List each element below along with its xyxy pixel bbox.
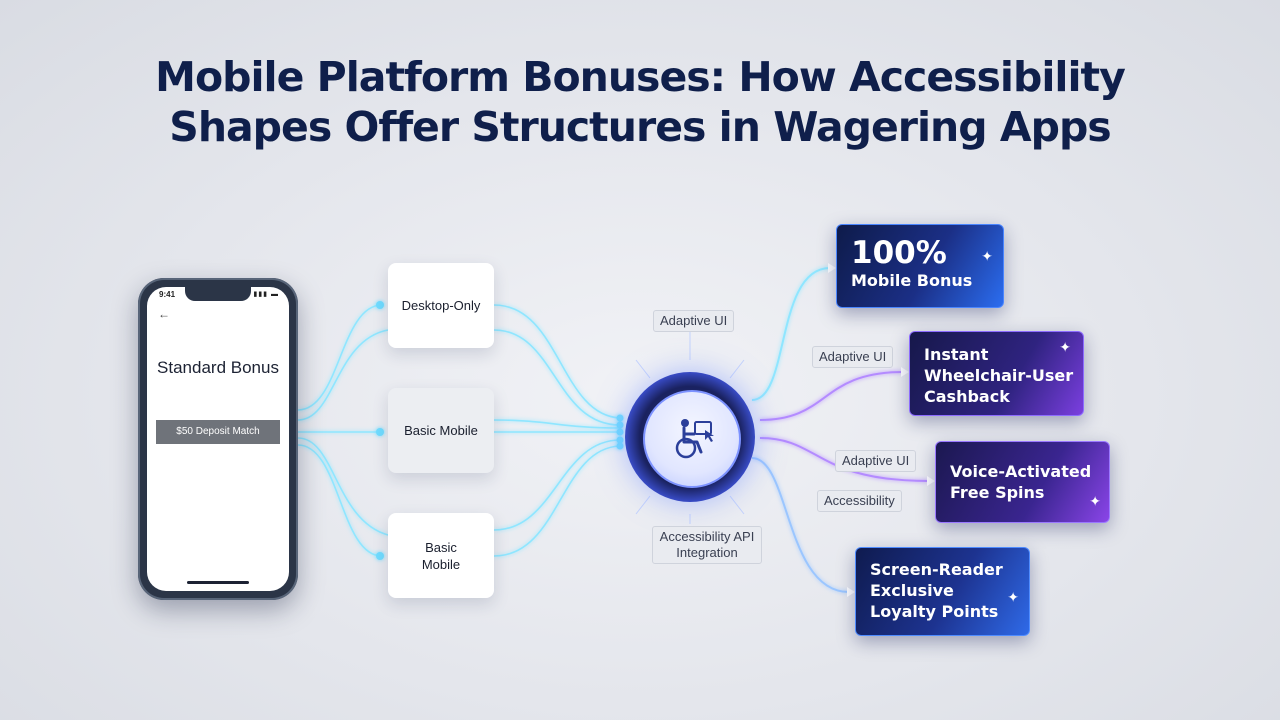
card-basic-mobile-2: Basic Mobile bbox=[388, 513, 494, 598]
node-basic2 bbox=[376, 552, 384, 560]
wire-desktop-hub2 bbox=[493, 329, 621, 426]
phone-notch bbox=[185, 287, 251, 301]
node-hub-4 bbox=[616, 436, 624, 444]
arrow-bonus4 bbox=[847, 587, 855, 597]
arrow-bonus2 bbox=[901, 367, 909, 377]
wire-phone-basic2 bbox=[297, 444, 383, 557]
back-arrow-icon[interactable]: ← bbox=[158, 307, 170, 321]
node-desktop bbox=[376, 301, 384, 309]
card-desktop-only: Desktop-Only bbox=[388, 263, 494, 348]
bonus-screen-reader-loyalty: Screen-Reader Exclusive Loyalty Points ✦ bbox=[855, 547, 1030, 636]
signal-battery-icon: ▮▮▮ ▬ bbox=[253, 291, 279, 298]
sparkle-icon: ✦ bbox=[1059, 340, 1071, 356]
node-hub-3 bbox=[616, 428, 624, 436]
card-label: Basic Mobile bbox=[421, 539, 461, 572]
wire-hub-bonus2 bbox=[759, 371, 904, 421]
bonus-mobile-100: 100% Mobile Bonus ✦ bbox=[836, 224, 1004, 308]
label-accessibility: Accessibility bbox=[817, 490, 902, 512]
wire-basic-hub2 bbox=[493, 419, 621, 429]
bonus-text: Screen-Reader Exclusive Loyalty Points bbox=[870, 560, 1003, 621]
page-title: Mobile Platform Bonuses: How Accessibili… bbox=[0, 52, 1280, 152]
bonus-wheelchair-cashback: Instant Wheelchair-User Cashback ✦ bbox=[909, 331, 1084, 416]
phone-screen: 9:41 ▮▮▮ ▬ ← Standard Bonus $50 Deposit … bbox=[147, 287, 289, 591]
bonus-text: Voice-Activated Free Spins bbox=[950, 462, 1092, 502]
phone-mockup: 9:41 ▮▮▮ ▬ ← Standard Bonus $50 Deposit … bbox=[138, 278, 298, 600]
wire-phone-extra2 bbox=[297, 437, 389, 536]
wire-desktop-hub bbox=[493, 304, 621, 419]
label-api-integration: Accessibility API Integration bbox=[652, 526, 762, 564]
standard-bonus-title: Standard Bonus bbox=[157, 358, 279, 377]
sparkle-icon: ✦ bbox=[1089, 494, 1101, 510]
wire-basic2-hub bbox=[493, 445, 621, 557]
label-adaptive-ui-top: Adaptive UI bbox=[653, 310, 735, 332]
node-hub-1 bbox=[616, 414, 624, 422]
bonus-percent: 100% bbox=[851, 235, 947, 271]
deposit-match-button[interactable]: $50 Deposit Match bbox=[156, 420, 280, 444]
sparkle-icon: ✦ bbox=[981, 249, 993, 265]
wire-basic2-hub2 bbox=[493, 439, 621, 531]
node-basic bbox=[376, 428, 384, 436]
accessibility-hub bbox=[643, 390, 741, 488]
card-label: Basic Mobile bbox=[404, 423, 478, 438]
card-label: Desktop-Only bbox=[401, 298, 481, 313]
api-integration-text: Accessibility API Integration bbox=[659, 529, 755, 560]
wire-phone-desktop bbox=[297, 304, 383, 411]
label-adaptive-ui-3: Adaptive UI bbox=[835, 450, 917, 472]
wire-hub-bonus3 bbox=[759, 437, 930, 482]
title-line-2: Shapes Offer Structures in Wagering Apps bbox=[169, 103, 1111, 151]
wire-hub-bonus1 bbox=[751, 267, 831, 401]
wire-phone-extra1 bbox=[297, 329, 389, 421]
status-time: 9:41 bbox=[159, 290, 176, 299]
home-indicator bbox=[187, 581, 249, 584]
card-basic-mobile: Basic Mobile bbox=[388, 388, 494, 473]
node-hub-5 bbox=[616, 442, 624, 450]
wheelchair-user-icon bbox=[675, 419, 714, 459]
title-line-1: Mobile Platform Bonuses: How Accessibili… bbox=[155, 53, 1126, 101]
wire-hub-bonus4 bbox=[751, 457, 850, 593]
bonus-label: Mobile Bonus bbox=[851, 271, 973, 290]
node-hub-2 bbox=[616, 421, 624, 429]
arrow-bonus3 bbox=[927, 476, 935, 486]
arrow-bonus1 bbox=[828, 263, 836, 273]
label-adaptive-ui-2: Adaptive UI bbox=[812, 346, 894, 368]
bonus-text: Instant Wheelchair-User Cashback bbox=[924, 345, 1074, 406]
sparkle-icon: ✦ bbox=[1007, 590, 1019, 606]
bonus-voice-spins: Voice-Activated Free Spins ✦ bbox=[935, 441, 1110, 523]
